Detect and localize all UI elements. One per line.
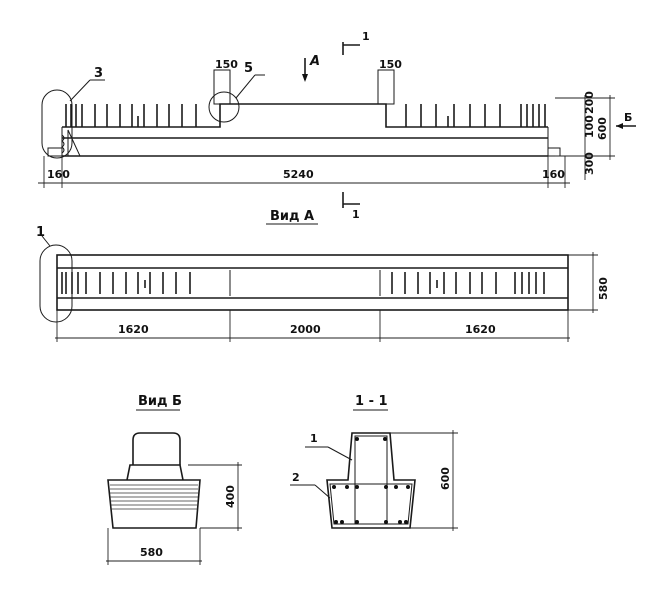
dim-100: 100 (583, 115, 596, 138)
callout-5: 5 (208, 61, 265, 123)
elevation-view: 1 A (38, 30, 636, 221)
callout-1: 1 (36, 225, 73, 323)
dim-580: 580 (140, 546, 163, 559)
section-marker-top: 1 (342, 30, 370, 55)
callout-label: 1 (310, 432, 318, 445)
plan-view-a: Вид А 1 (36, 209, 610, 342)
section-1-1: 1 - 1 1 2 600 (290, 394, 458, 531)
dim-600: 600 (439, 467, 452, 490)
end-body (107, 479, 201, 529)
support-plate-right (547, 147, 561, 157)
dim-600: 600 (596, 117, 609, 140)
callout-3: 3 (41, 66, 105, 159)
view-b-arrow: Б (616, 111, 636, 129)
web-cage (354, 435, 388, 525)
dim-400: 400 (224, 485, 237, 508)
view-title: Вид А (270, 209, 314, 224)
view-title: 1 - 1 (355, 394, 388, 409)
plan-stirrups (61, 272, 545, 294)
dim-160-left: 160 (47, 168, 70, 181)
view-a-arrow: A (302, 54, 320, 82)
callout-1: 1 (305, 432, 353, 461)
dim-300: 300 (583, 152, 596, 175)
callout-label: 3 (94, 66, 103, 81)
dim-5240: 5240 (283, 168, 314, 181)
end-hatching (110, 484, 198, 510)
bottom-cage (329, 483, 413, 525)
beam-top-outline (62, 103, 548, 128)
section-outline (326, 432, 416, 529)
section-label: 1 (352, 208, 360, 221)
end-cap (132, 432, 181, 465)
arrow-label: Б (624, 111, 632, 124)
view-title: Вид Б (138, 394, 182, 409)
raised-block-right (377, 69, 395, 105)
callout-label: 1 (36, 225, 45, 240)
callout-label: 2 (292, 471, 300, 484)
dim-150-left: 150 (215, 58, 238, 71)
callout-2: 2 (290, 471, 331, 499)
length-dimensions: 160 5240 160 (38, 156, 570, 188)
section-label: 1 (362, 30, 370, 43)
dim-160-right: 160 (542, 168, 565, 181)
callout-label: 5 (244, 61, 253, 76)
section-marker-bottom: 1 (342, 192, 360, 221)
height-dimensions: 200 100 300 600 (555, 91, 615, 180)
support-plate-left (47, 147, 63, 157)
plan-outline (56, 254, 569, 311)
arrow-label: A (309, 54, 320, 69)
dim-2000: 2000 (290, 323, 321, 336)
raised-block-left (213, 69, 231, 105)
stirrups-left (65, 104, 197, 127)
dim-1620-right: 1620 (465, 323, 496, 336)
dim-150-right: 150 (379, 58, 402, 71)
view-b: Вид Б 400 580 (106, 394, 242, 565)
dim-580: 580 (597, 277, 610, 300)
plan-dimensions: 1620 2000 1620 580 (55, 252, 610, 342)
stirrups-right (405, 104, 546, 127)
rebar-dots (332, 437, 410, 524)
dim-1620-left: 1620 (118, 323, 149, 336)
dim-200: 200 (583, 91, 596, 114)
